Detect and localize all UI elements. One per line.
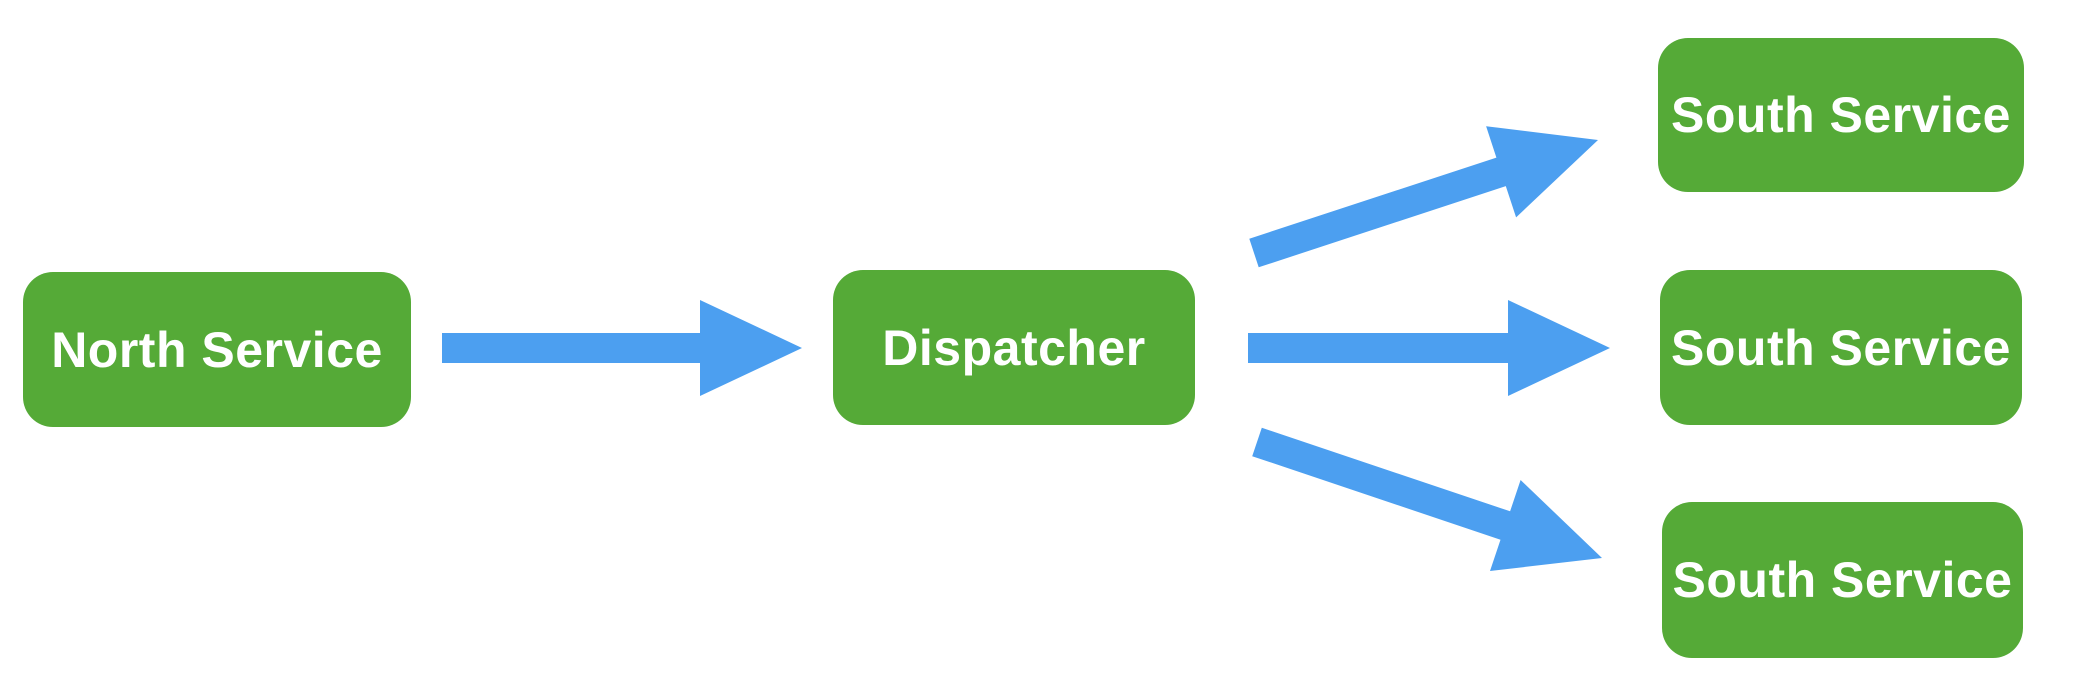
- node-south-service-bottom: South Service: [1662, 502, 2023, 658]
- arrow-dispatcher-to-south3: [1252, 427, 1602, 571]
- arrow-north-to-dispatcher: [442, 300, 802, 396]
- node-south-service-middle: South Service: [1660, 270, 2022, 425]
- node-south-service-top: South Service: [1658, 38, 2024, 192]
- node-dispatcher: Dispatcher: [833, 270, 1195, 425]
- node-north-service: North Service: [23, 272, 411, 427]
- arrow-dispatcher-to-south1: [1249, 126, 1598, 268]
- arrow-dispatcher-to-south2: [1248, 300, 1610, 396]
